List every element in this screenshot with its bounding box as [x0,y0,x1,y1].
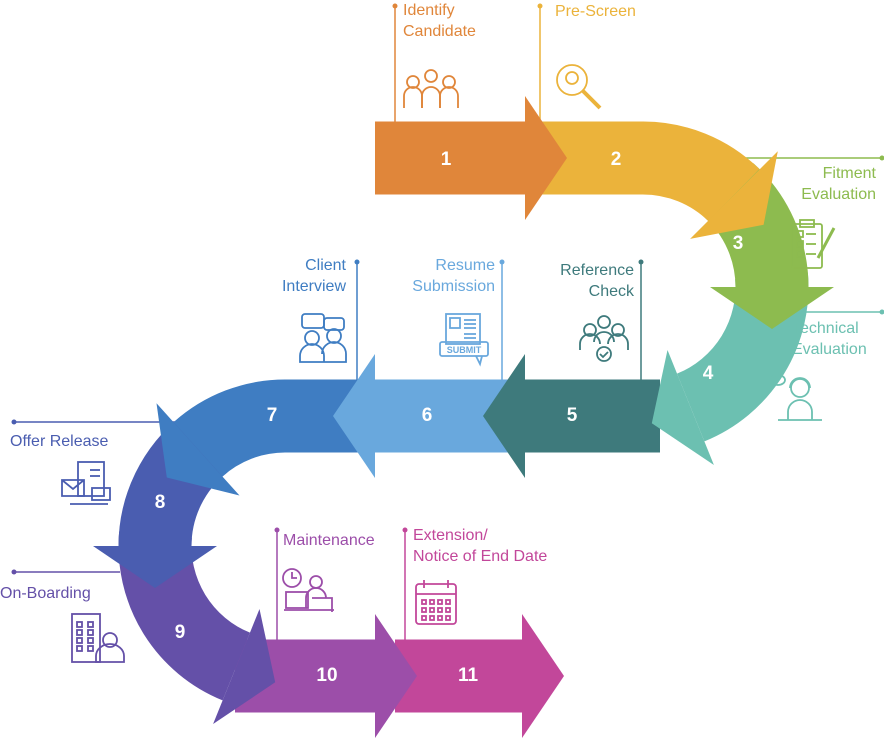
submit-document-icon: SUBMIT [439,313,489,367]
label-extension-notice: Extension/ Notice of End Date [413,527,548,565]
arrow-head [213,609,276,724]
stage-number: 6 [422,405,433,426]
stage-arrow-1: 1 [375,96,567,220]
leader-dot [537,3,543,9]
label-on-boarding: On-Boarding [0,585,91,602]
interview-icon [299,313,347,363]
leader-dot [402,527,408,533]
headset-person-icon [770,374,822,421]
leader-dot [638,259,644,265]
stage-arrow-7: 7 [156,379,360,496]
group-check-icon [579,315,629,362]
arrow-head [522,614,564,738]
stage-number: 11 [458,665,479,686]
arrow-head [375,614,417,738]
stage-number: 7 [267,405,278,426]
arrow-body [540,121,760,223]
leader-dot [11,419,17,425]
arrow-head [483,354,525,478]
label-offer-release: Offer Release [10,433,109,450]
stage-number: 5 [567,405,578,426]
stage-arrow-2: 2 [540,121,778,239]
label-fitment-evaluation: Fitment Evaluation [801,165,876,203]
arrow-head [710,287,834,329]
clock-desk-person-icon [282,568,334,612]
leader-dot [274,527,280,533]
offer-letter-icon [61,461,111,505]
label-resume-submission: Resume Submission [412,257,495,295]
arrow-head [525,96,567,220]
office-building-person-icon [71,613,125,663]
stage-number: 4 [703,363,714,384]
arrow-head [156,403,240,496]
leader-dot [11,569,17,575]
stage-number: 10 [316,665,337,686]
clipboard-checklist-icon [791,219,836,269]
leader-dot [499,259,505,265]
arrow-head [333,354,375,478]
stage-number: 9 [175,622,186,643]
submit-text: SUBMIT [447,345,482,355]
arrow-head [690,151,778,239]
team-icon [403,69,459,108]
leader-dot [879,309,884,315]
stage-arrow-5: 5 [483,354,660,478]
label-maintenance: Maintenance [283,532,375,549]
leader-dot [354,259,360,265]
arrow-body [173,379,360,478]
leader-dot [879,155,884,161]
arrow-head [93,546,217,588]
arrow-head [651,350,714,465]
label-reference-check: Reference Check [560,262,634,300]
label-pre-screen: Pre-Screen [555,3,636,20]
magnifier-person-icon [556,64,602,110]
label-technical-evaluation: Technical Evaluation [792,320,867,358]
stage-number: 8 [155,492,166,513]
calendar-icon [415,580,457,625]
stage-number: 3 [733,233,744,254]
leader-dot [392,3,398,9]
label-client-interview: Client Interview [281,257,346,295]
stage-arrow-11: 11 [395,614,564,738]
stage-number: 2 [611,149,622,170]
label-identify-candidate: Identify Candidate [403,2,476,40]
stage-number: 1 [441,149,452,170]
